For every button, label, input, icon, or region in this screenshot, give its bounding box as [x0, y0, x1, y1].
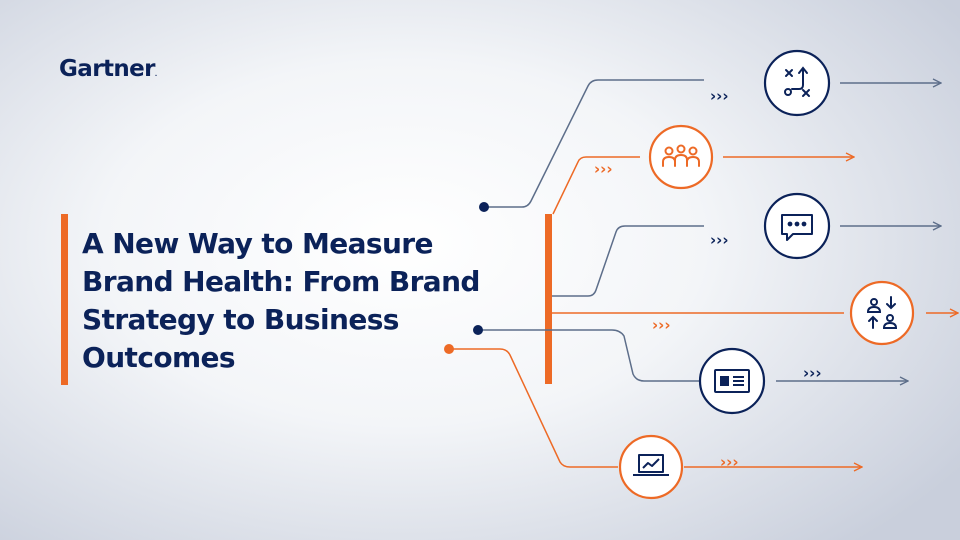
- connector-line: [486, 79, 704, 208]
- title-line: Outcomes: [82, 341, 236, 374]
- chevron-marker: ›››: [652, 316, 671, 334]
- page-title: A New Way to Measure Brand Health: From …: [82, 225, 552, 377]
- connector-line: [449, 348, 618, 468]
- title-accent-bar: [61, 214, 68, 385]
- start-dot: [479, 202, 489, 212]
- connector-line: [552, 225, 704, 297]
- start-dot: [473, 325, 483, 335]
- chevron-marker: ›››: [710, 87, 729, 105]
- title-line: Strategy to Business: [82, 303, 399, 336]
- id-card-icon: [698, 347, 766, 415]
- chevron-marker: ›››: [594, 160, 613, 178]
- connector-line: [552, 156, 640, 215]
- chevron-marker: ›››: [720, 453, 739, 471]
- team-icon: [648, 124, 714, 190]
- logo-mark: .: [154, 71, 158, 78]
- strategy-icon: [763, 49, 831, 117]
- connector-line: [480, 329, 700, 382]
- connector-bar: [545, 214, 552, 384]
- chat-icon: [763, 192, 831, 260]
- connector-lines: [449, 79, 844, 468]
- chevron-marker: ›››: [803, 364, 822, 382]
- title-line: A New Way to Measure: [82, 227, 434, 260]
- title-line: Brand Health: From Brand: [82, 265, 480, 298]
- exchange-icon: [849, 280, 915, 346]
- chevron-marker: ›››: [710, 231, 729, 249]
- start-dot: [444, 344, 454, 354]
- logo-text: Gartner: [59, 56, 155, 82]
- gartner-logo: Gartner.: [59, 56, 157, 82]
- laptop-chart-icon: [618, 434, 684, 500]
